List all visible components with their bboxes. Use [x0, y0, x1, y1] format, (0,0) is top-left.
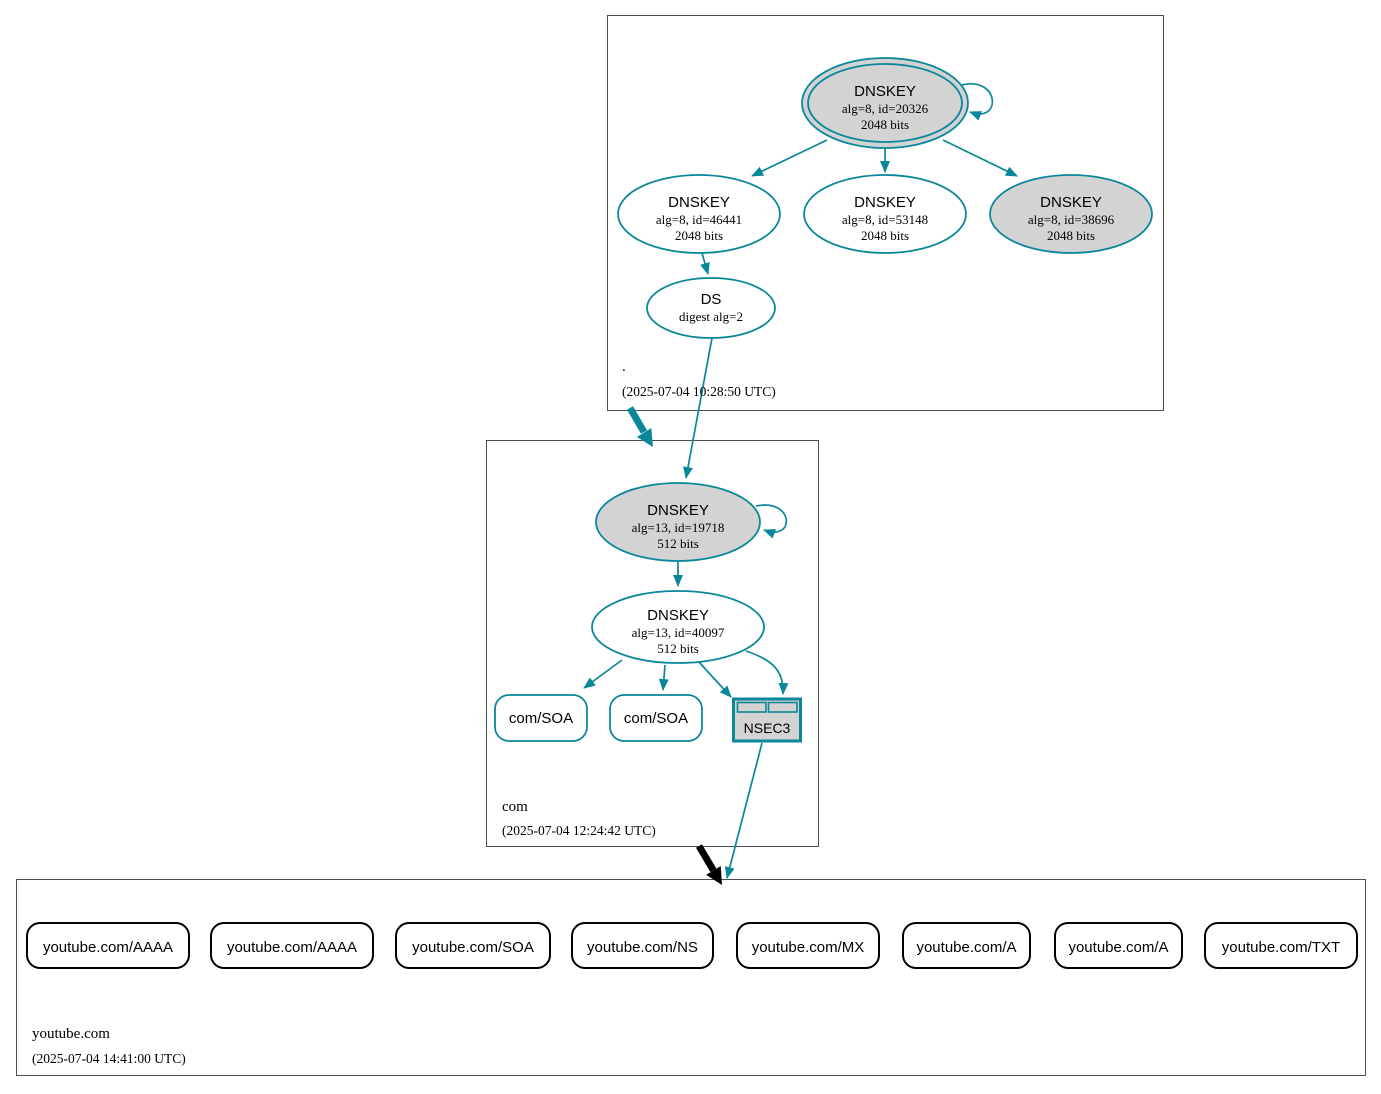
edge-com-zsk-to-nsec3-left — [697, 660, 732, 698]
edge-com-zsk-to-soa2 — [658, 664, 669, 691]
node-root-ds[interactable]: DS digest alg=2 — [646, 277, 776, 339]
node-alg: alg=13, id=40097 — [632, 625, 725, 640]
node-root-dnskey-53148[interactable]: DNSKEY alg=8, id=53148 2048 bits — [803, 174, 967, 254]
node-bits: 512 bits — [657, 641, 699, 656]
edge-nsec3-to-youtube-zone — [724, 742, 763, 879]
zone-timestamp-root: (2025-07-04 10:28:50 UTC) — [622, 384, 776, 399]
node-youtube-rrset-txt[interactable]: youtube.com/TXT — [1204, 922, 1358, 969]
node-root-dnskey-46441[interactable]: DNSKEY alg=8, id=46441 2048 bits — [617, 174, 781, 254]
nsec3-label: NSEC3 — [744, 720, 791, 736]
edge-com-zsk-to-nsec3-right — [745, 650, 789, 695]
edge-root-ds-to-com-ksk — [683, 337, 713, 479]
edge-root-ksk-self-loop — [961, 83, 994, 121]
rrset-label: youtube.com/A — [916, 939, 1016, 956]
node-root-dnskey-38696[interactable]: DNSKEY alg=8, id=38696 2048 bits — [989, 174, 1153, 254]
zone-label-youtube: youtube.com — [32, 1026, 110, 1042]
node-alg: alg=13, id=19718 — [632, 520, 725, 535]
zone-label-com: com — [502, 799, 528, 815]
edge-com-zsk-to-soa1 — [583, 659, 623, 689]
node-bits: 2048 bits — [861, 117, 909, 132]
rrset-label: youtube.com/SOA — [412, 939, 534, 956]
rrset-label: com/SOA — [624, 710, 688, 727]
edge-delegation-com-to-youtube — [695, 844, 722, 885]
node-youtube-rrset-mx[interactable]: youtube.com/MX — [736, 922, 880, 969]
node-youtube-rrset-aaaa-2[interactable]: youtube.com/AAAA — [210, 922, 374, 969]
node-com-soa-1[interactable]: com/SOA — [494, 694, 588, 742]
node-root-dnskey-20326[interactable]: DNSKEY alg=8, id=20326 2048 bits — [801, 57, 969, 149]
node-com-nsec3[interactable]: NSEC3 — [732, 697, 802, 743]
node-com-dnskey-19718[interactable]: DNSKEY alg=13, id=19718 512 bits — [595, 482, 761, 562]
node-com-dnskey-40097[interactable]: DNSKEY alg=13, id=40097 512 bits — [591, 590, 765, 664]
node-detail: digest alg=2 — [679, 309, 743, 324]
zone-box-youtube — [16, 879, 1366, 1076]
edge-delegation-root-to-com — [626, 406, 653, 447]
node-alg: alg=8, id=46441 — [656, 212, 742, 227]
edge-root-zsk1-to-ds — [700, 252, 710, 275]
zone-label-root: . — [622, 359, 626, 375]
node-bits: 2048 bits — [675, 228, 723, 243]
node-com-soa-2[interactable]: com/SOA — [609, 694, 703, 742]
edge-root-ksk-to-zsk3 — [942, 139, 1018, 177]
rrset-label: com/SOA — [509, 710, 573, 727]
node-youtube-rrset-a-1[interactable]: youtube.com/A — [902, 922, 1031, 969]
edge-com-ksk-self-loop — [755, 504, 788, 539]
zone-timestamp-youtube: (2025-07-04 14:41:00 UTC) — [32, 1051, 186, 1066]
node-title: DNSKEY — [647, 607, 709, 624]
node-title: DNSKEY — [854, 194, 916, 211]
node-title: DNSKEY — [668, 194, 730, 211]
node-title: DS — [701, 291, 722, 308]
rrset-label: youtube.com/AAAA — [227, 939, 357, 956]
node-alg: alg=8, id=20326 — [842, 101, 929, 116]
node-bits: 2048 bits — [861, 228, 909, 243]
zone-timestamp-com: (2025-07-04 12:24:42 UTC) — [502, 823, 656, 838]
rrset-label: youtube.com/AAAA — [43, 939, 173, 956]
node-title: DNSKEY — [647, 502, 709, 519]
node-title: DNSKEY — [1040, 194, 1102, 211]
rrset-label: youtube.com/TXT — [1222, 939, 1340, 956]
rrset-label: youtube.com/MX — [752, 939, 865, 956]
zone-box-com — [486, 440, 819, 847]
node-alg: alg=8, id=53148 — [842, 212, 928, 227]
node-alg: alg=8, id=38696 — [1028, 212, 1115, 227]
node-bits: 2048 bits — [1047, 228, 1095, 243]
rrset-label: youtube.com/A — [1068, 939, 1168, 956]
node-youtube-rrset-aaaa-1[interactable]: youtube.com/AAAA — [26, 922, 190, 969]
node-bits: 512 bits — [657, 536, 699, 551]
zone-box-root — [607, 15, 1164, 411]
rrset-label: youtube.com/NS — [587, 939, 698, 956]
edge-root-ksk-to-zsk1 — [751, 139, 828, 177]
node-title: DNSKEY — [854, 83, 916, 100]
node-youtube-rrset-ns[interactable]: youtube.com/NS — [571, 922, 714, 969]
node-youtube-rrset-soa[interactable]: youtube.com/SOA — [395, 922, 551, 969]
node-youtube-rrset-a-2[interactable]: youtube.com/A — [1054, 922, 1183, 969]
